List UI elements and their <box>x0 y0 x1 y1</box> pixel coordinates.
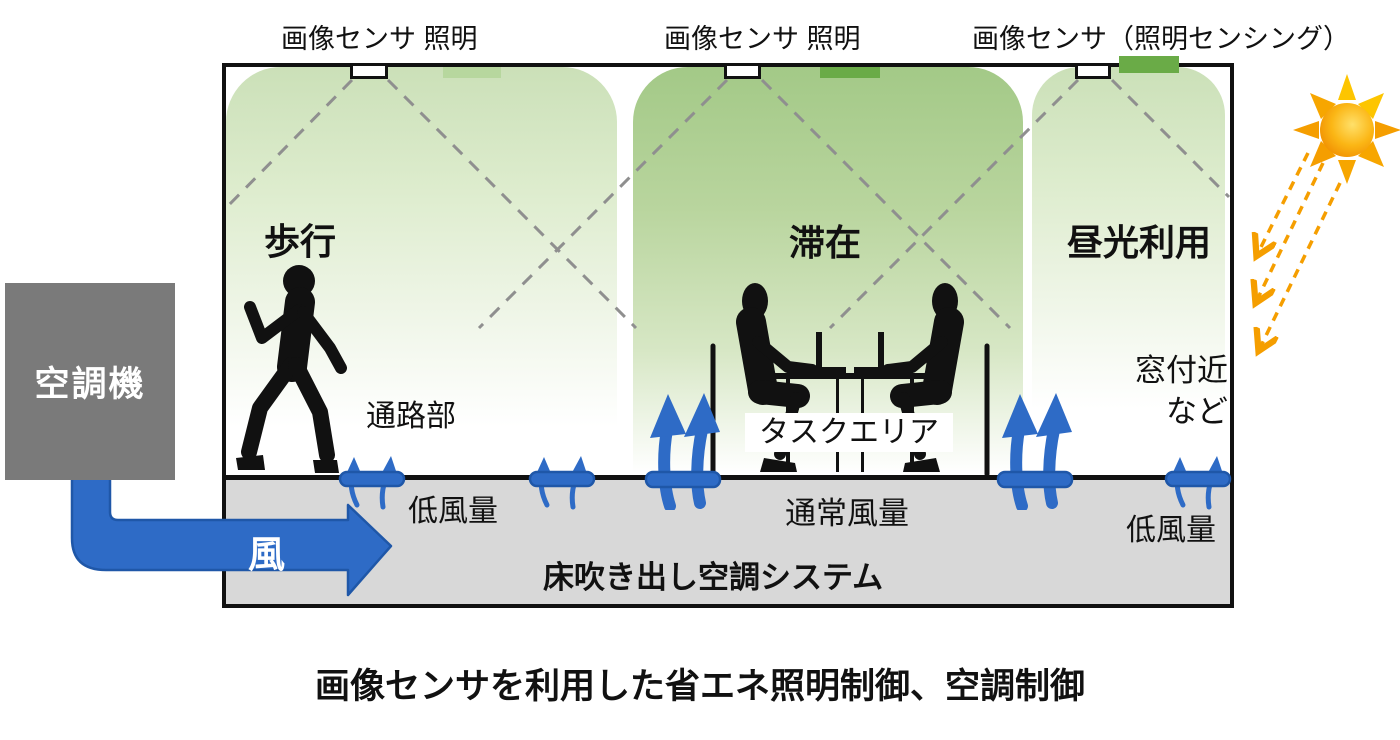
ceiling-light-icon-3-on <box>1119 56 1179 73</box>
normal-airflow-label: 通常風量 <box>785 496 909 531</box>
near-window-line2: など <box>1166 394 1228 429</box>
image-sensor-icon-2 <box>724 63 761 79</box>
walking-person-silhouette-icon <box>236 265 347 473</box>
zone-label-walking: 歩行 <box>264 221 337 262</box>
light-cone-walking-zone <box>226 67 617 467</box>
daylight-dashed-arrows-icon <box>1240 152 1342 360</box>
floor-vent-strong-airflow-icon-1 <box>644 393 722 510</box>
ac-unit-box: 空調機 <box>5 283 175 480</box>
low-airflow-label-left: 低風量 <box>408 495 498 528</box>
ceiling-label-zone1: 画像センサ 照明 <box>281 24 478 54</box>
light-cone-daylight-zone <box>1032 67 1225 447</box>
floor-vent-small-airflow-icon-3 <box>1164 456 1232 510</box>
image-sensor-icon-1 <box>350 63 388 79</box>
floor-system-label: 床吹き出し空調システム <box>543 560 884 595</box>
task-area-tag: タスクエリア <box>745 413 953 452</box>
diagram-caption: 画像センサを利用した省エネ照明制御、空調制御 <box>314 667 1085 706</box>
sun-icon <box>1293 74 1400 184</box>
sensor-fov-dashed-lines <box>222 78 1231 330</box>
near-window-label: 窓付近 など <box>1135 350 1228 432</box>
zone-label-daylight: 昼光利用 <box>1067 222 1212 263</box>
low-airflow-label-right: 低風量 <box>1126 514 1216 547</box>
ceiling-light-icon-2-on <box>820 67 880 78</box>
zone-label-occupied: 滞在 <box>789 222 862 263</box>
floor-vent-small-airflow-icon-2 <box>528 456 596 510</box>
seated-people-at-desk-silhouette-icon <box>710 283 990 477</box>
aisle-label: 通路部 <box>366 400 456 433</box>
ac-unit-label: 空調機 <box>34 365 146 404</box>
floor-vent-strong-airflow-icon-2 <box>996 393 1074 510</box>
near-window-line1: 窓付近 <box>1135 353 1228 388</box>
ceiling-light-icon-1-dimmed <box>443 67 501 78</box>
wind-label: 風 <box>248 534 285 575</box>
ceiling-label-zone3: 画像センサ（照明センシング） <box>972 24 1350 54</box>
light-cone-occupied-zone <box>633 67 1023 473</box>
floor-vent-small-airflow-icon-1 <box>338 456 406 510</box>
image-sensor-icon-3 <box>1075 63 1111 79</box>
underfloor-plenum <box>226 475 1230 604</box>
ceiling-label-zone2: 画像センサ 照明 <box>664 24 861 54</box>
wind-duct-arrow-icon <box>70 473 393 597</box>
